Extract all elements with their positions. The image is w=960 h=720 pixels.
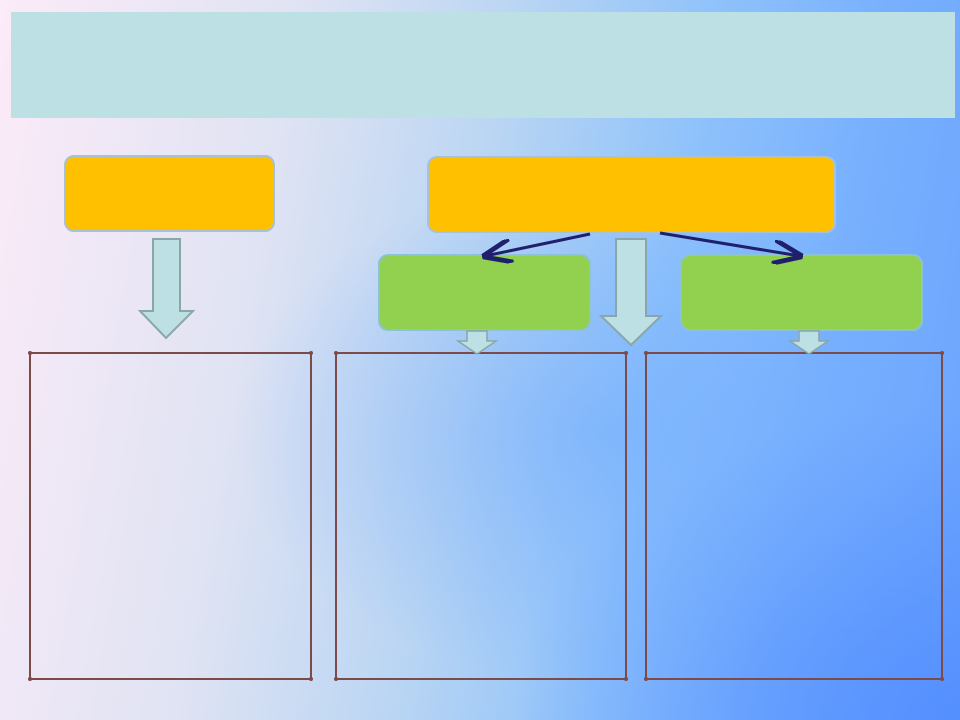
top-right-box xyxy=(427,156,836,233)
block-arrow-center xyxy=(598,238,664,347)
small-arrow-mid-left xyxy=(455,330,499,355)
connector-arrow-right xyxy=(659,231,800,256)
content-panel-right xyxy=(645,352,943,680)
content-panel-left xyxy=(29,352,312,680)
top-left-box xyxy=(64,155,275,232)
panel-corner-markers xyxy=(28,351,944,681)
small-arrow-mid-right xyxy=(787,330,831,355)
block-arrow-left xyxy=(137,238,196,340)
connector-arrow-left xyxy=(485,232,591,256)
content-panel-middle xyxy=(335,352,627,680)
header-banner xyxy=(11,12,955,118)
mid-right-box xyxy=(680,254,923,331)
